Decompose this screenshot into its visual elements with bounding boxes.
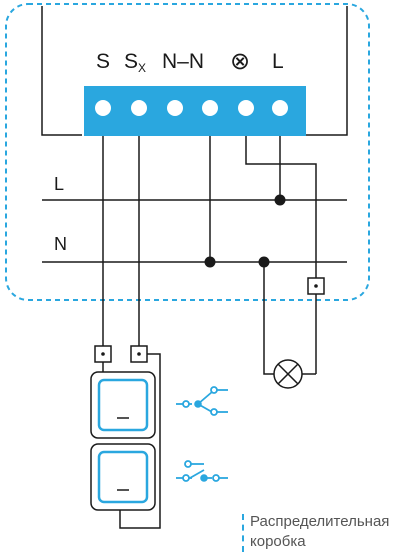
wire-lamp-bottom	[263, 262, 274, 375]
terminal-l	[272, 100, 288, 116]
switch-connector-sx-dot	[137, 352, 141, 356]
terminal-n1	[167, 100, 183, 116]
junction-box-outline	[5, 3, 370, 301]
junction-n-module	[204, 256, 216, 268]
lamp-connector-dot	[314, 284, 318, 288]
terminal-label-sx-subscript: X	[138, 61, 146, 75]
wire-lamp-output	[245, 136, 317, 278]
legend-label: Распределительная коробка	[250, 512, 389, 552]
terminal-label-l: L	[272, 50, 284, 73]
terminal-label-sx: S	[124, 50, 138, 73]
junction-l	[274, 194, 286, 206]
terminal-label-s: S	[96, 50, 110, 73]
contact-symbol-icon	[176, 386, 228, 482]
legend-line-1: Распределительная	[250, 513, 390, 530]
terminal-lamp	[238, 100, 254, 116]
legend-line-2: коробка	[250, 533, 306, 550]
switch-icon	[90, 371, 156, 511]
lamp-icon	[273, 359, 303, 389]
line-label-n: N	[54, 234, 67, 254]
wire-to-switch-bottom	[119, 353, 161, 529]
terminal-s	[95, 100, 111, 116]
terminal-label-nn: N–N	[162, 50, 204, 73]
switch-connector-s-dot	[101, 352, 105, 356]
legend-dashed-marker	[242, 514, 244, 552]
terminal-n2	[202, 100, 218, 116]
terminal-label-lamp: ⊗	[230, 48, 250, 75]
terminal-block	[84, 86, 306, 136]
relay-module-housing	[41, 6, 348, 136]
terminal-sx	[131, 100, 147, 116]
line-label-l: L	[54, 174, 64, 194]
